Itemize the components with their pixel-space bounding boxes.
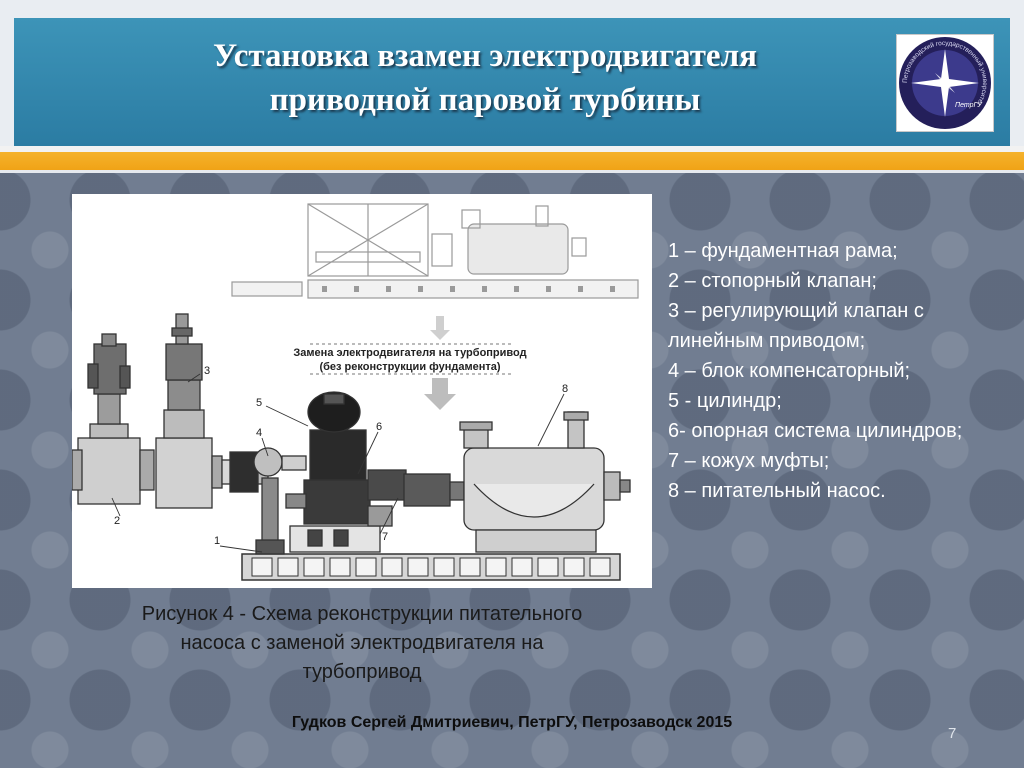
foundation-frame: [241, 553, 621, 581]
technical-drawing: Замена электродвигателя на турбопривод (…: [71, 194, 652, 588]
slide-title: Установка взамен электродвигателя привод…: [130, 34, 840, 122]
figure-caption-line1: Рисунок 4 - Схема реконструкции питатель…: [141, 603, 583, 625]
accent-bar-underline: [0, 170, 1024, 173]
figure-caption: Рисунок 4 - Схема реконструкции питатель…: [72, 600, 652, 687]
turbine-cylinder: [285, 391, 407, 553]
callout-4: 4: [256, 427, 262, 439]
university-logo: Петрозаводский государственный университ…: [896, 34, 994, 132]
legend-item: 7 – кожух муфты;: [668, 450, 830, 472]
down-arrow-icon: [430, 316, 450, 340]
stop-valve: [71, 333, 155, 505]
callout-3: 3: [204, 365, 210, 377]
old-base-blocks: [322, 286, 615, 292]
figure-caption-line2: насоса с заменой электродвигателя на: [180, 632, 544, 654]
feed-pump: [459, 411, 631, 553]
callout-8: 8: [562, 383, 568, 395]
header-divider: [0, 146, 1024, 152]
diagram-banner-line2: (без реконструкции фундамента): [319, 361, 500, 373]
accent-bar: [0, 152, 1024, 170]
logo-center-text: ПетрГУ: [955, 102, 983, 109]
callout-5: 5: [256, 397, 262, 409]
diagram-banner-line1: Замена электродвигателя на турбопривод: [293, 347, 526, 359]
slide-number: 7: [948, 725, 957, 742]
callout-leaders: [111, 373, 565, 553]
down-arrow-icon: [424, 378, 456, 410]
slide-title-line2: приводной паровой турбины: [269, 82, 701, 118]
compensator-block: [221, 447, 307, 555]
figure-caption-line3: турбопривод: [302, 661, 422, 683]
legend-item: 3 – регулирующий клапан с линейным приво…: [668, 300, 930, 352]
old-assembly: [231, 203, 639, 299]
legend-item: 1 – фундаментная рама;: [668, 240, 898, 262]
pump-reconstruction-diagram: Замена электродвигателя на турбопривод (…: [71, 203, 639, 581]
coupling-casing: [403, 473, 465, 507]
legend-item: 5 - цилиндр;: [668, 390, 782, 412]
callout-6: 6: [376, 421, 382, 433]
callout-1: 1: [214, 535, 220, 547]
callout-7: 7: [382, 531, 388, 543]
star-emblem-icon: Петрозаводский государственный университ…: [899, 37, 991, 129]
regulating-valve: [155, 313, 223, 509]
legend-item: 8 – питательный насос.: [668, 480, 886, 502]
callout-labels: 1 2 3 4 5 6 7 8: [114, 365, 568, 547]
slide-header: [0, 0, 1024, 152]
header-banner: [14, 18, 1010, 146]
slide-title-line1: Установка взамен электродвигателя: [213, 38, 757, 74]
slide-footer: Гудков Сергей Дмитриевич, ПетрГУ, Петроз…: [291, 714, 733, 731]
legend-item: 4 – блок компенсаторный;: [668, 360, 911, 382]
legend-item: 2 – стопорный клапан;: [668, 270, 877, 292]
callout-2: 2: [114, 515, 120, 527]
legend-item: 6- опорная система цилиндров;: [668, 420, 963, 442]
component-legend: 1 – фундаментная рама; 2 – стопорный кла…: [668, 236, 1008, 506]
